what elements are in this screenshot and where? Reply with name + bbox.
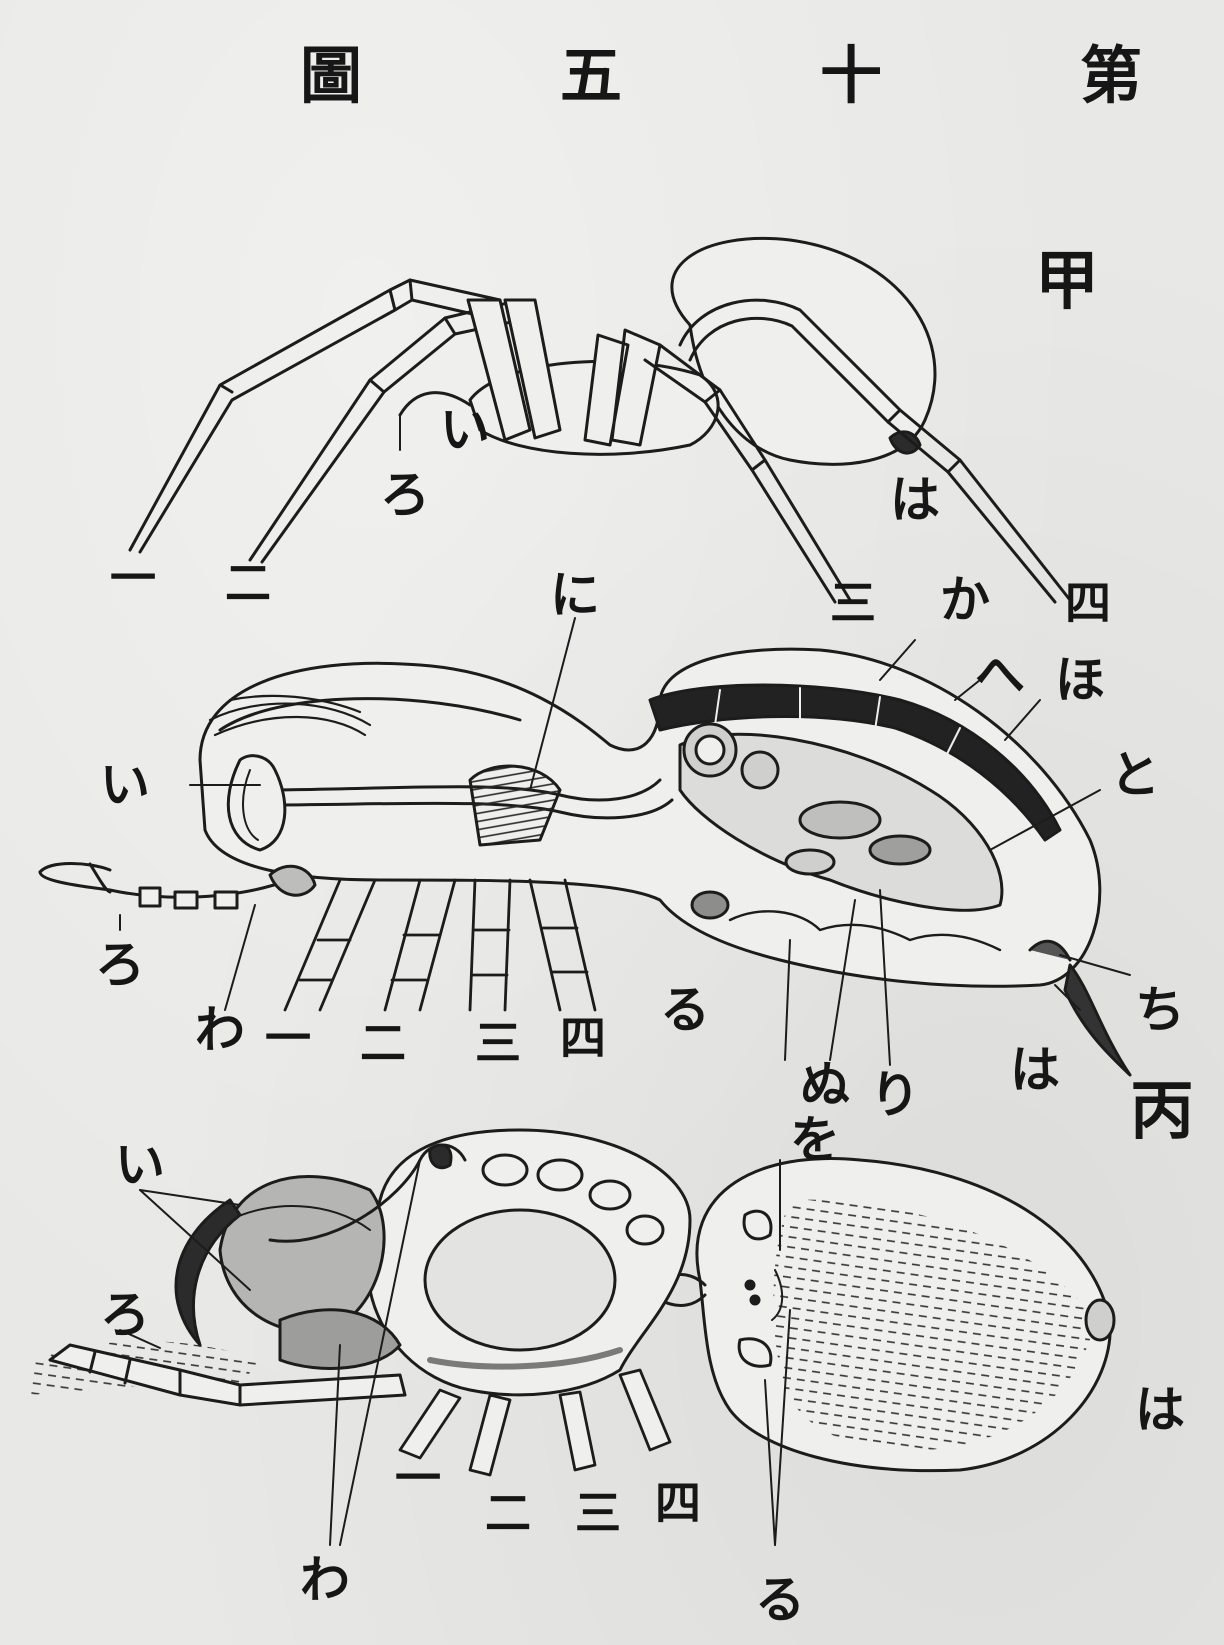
figure-c-label-ha: は [1135,1385,1185,1435]
figure-b-leg-label-1: 一 [265,1015,311,1061]
figure-b-label-chi: ち [1135,985,1185,1035]
figure-a-leg-label-2: 二 [225,560,271,606]
figure-a-label-i: い [440,405,490,455]
figure-a-label-ro: ろ [380,470,430,520]
figure-c-leg-label-4: 四 [655,1480,701,1526]
title-char-2: 十 [820,45,882,107]
figure-a-leg-label-4: 四 [1065,580,1111,626]
figure-b-label-ni: に [550,570,600,620]
figure-b-label-ha: は [1010,1045,1060,1095]
figure-b-label-to: と [1110,750,1160,800]
figure-c-leg-label-2: 二 [485,1490,531,1536]
figure-b-palp [40,872,300,897]
figure-b-leg-label-4: 四 [560,1015,606,1061]
figure-mark-hei: 丙 [1130,1080,1194,1144]
figure-b-chelicera [228,756,285,850]
title-char-4: 圖 [300,45,362,107]
figure-c-leg-label-3: 三 [575,1490,621,1536]
figure-b-label-ho: ほ [1055,655,1105,705]
title-char-3: 五 [560,45,622,107]
figure-b-label-ru: る [660,985,710,1035]
figure-a-abdomen [672,238,935,464]
figure-c-label-ro: ろ [100,1290,150,1340]
figure-c-label-ru: る [755,1575,805,1625]
figure-b-label-ro: ろ [95,940,145,990]
figure-a-leg-label-3: 三 [830,580,876,626]
figure-c-label-i: い [115,1140,165,1190]
figure-a-label-ha: は [890,475,940,525]
figure-c-ventral-view [30,1130,1114,1545]
title-char-1: 第 [1080,45,1142,107]
figure-b-spinneret [1065,965,1130,1075]
figure-b-label-he: へ [975,650,1025,700]
figure-b-label-wa: わ [195,1005,245,1055]
figure-b-leg-label-2: 二 [360,1020,406,1066]
figure-b-label-ri: り [870,1070,920,1120]
figure-b-legs-cut [285,880,595,1010]
figure-b-label-i: い [100,760,150,810]
figure-b-label-wo: を [790,1115,840,1165]
figure-c-leg-label-1: 一 [395,1455,441,1501]
figure-c-label-wa: わ [300,1555,350,1605]
figure-b-leg-label-3: 三 [475,1020,521,1066]
figure-a-spider-side-view [130,238,1070,602]
figure-b-label-ka: か [940,575,990,625]
figure-a-leg-label-1: 一 [110,555,156,601]
figure-b-book-lung [692,892,728,918]
figure-b-label-nu: ぬ [800,1060,850,1110]
figure-mark-kou: 甲 [1035,250,1099,314]
figure-c-chelicera [220,1177,384,1332]
figure-c-spinneret [1086,1300,1114,1340]
